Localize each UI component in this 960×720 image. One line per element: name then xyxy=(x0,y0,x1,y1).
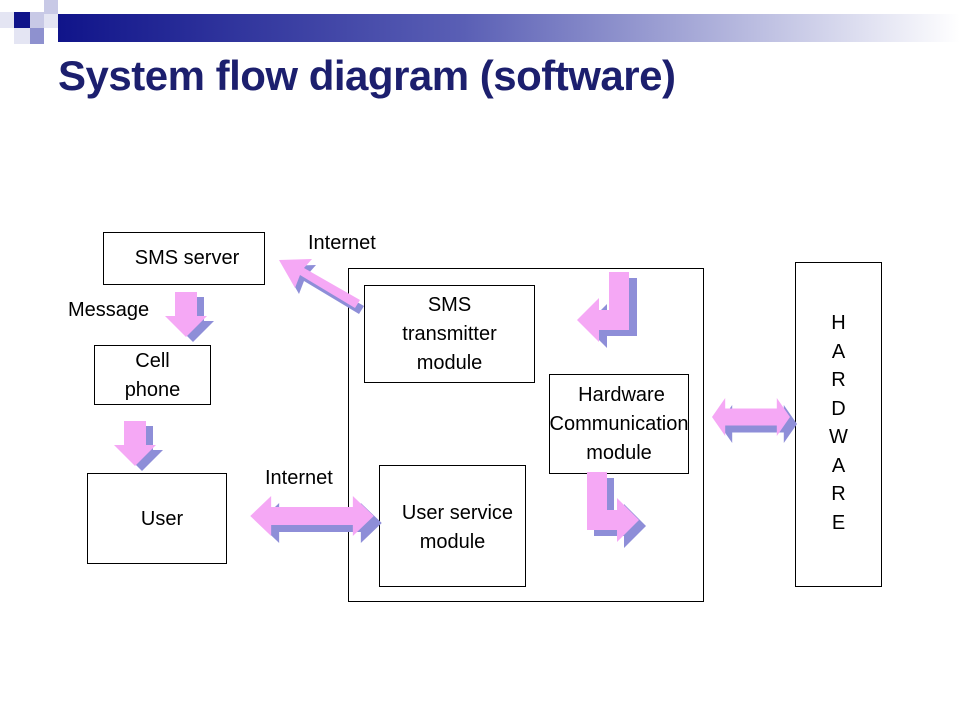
user-service-label-1: User service xyxy=(401,502,514,524)
sms-transmitter-label-3: module xyxy=(416,352,483,374)
internet-top-label: Internet xyxy=(308,232,376,254)
hardware-link-arrow xyxy=(712,398,797,443)
sms-transmitter-label-2: transmitter xyxy=(402,323,497,345)
hardware-comm-box xyxy=(549,374,689,474)
user-service-label-2: module xyxy=(419,531,486,553)
user-service-box xyxy=(379,465,526,587)
sms-server-label: SMS server xyxy=(134,247,240,269)
service-to-comm-arrow xyxy=(587,472,646,548)
hardware-letter: R xyxy=(831,483,846,505)
sms-transmitter-box xyxy=(364,285,535,383)
hardware-letter: E xyxy=(831,512,846,534)
hardware-letter: D xyxy=(831,398,846,420)
user-label: User xyxy=(140,508,184,530)
hardware-comm-label-3: module xyxy=(586,442,652,464)
cell-to-user-arrow xyxy=(114,421,163,471)
cell-phone-label-2: phone xyxy=(124,379,181,401)
cell-phone-box xyxy=(94,345,211,405)
hardware-comm-label-1: Hardware xyxy=(578,384,665,406)
sms-server-internet-arrow xyxy=(279,259,364,314)
hardware-letter: A xyxy=(831,341,846,363)
hardware-letter: W xyxy=(829,426,848,448)
hardware-comm-label-2: Communication xyxy=(549,413,689,435)
message-label: Message xyxy=(68,299,150,321)
hardware-letter: H xyxy=(831,312,846,334)
sms-server-box xyxy=(103,232,265,285)
user-box xyxy=(87,473,227,564)
sms-transmitter-label-1: SMS xyxy=(427,294,472,316)
internet-bottom-label: Internet xyxy=(265,467,333,489)
cell-phone-label-1: Cell xyxy=(135,350,170,372)
hardware-letter: A xyxy=(831,455,846,477)
page-title: System flow diagram (software) xyxy=(58,52,676,99)
comm-to-transmitter-arrow xyxy=(577,272,637,348)
hardware-letter: R xyxy=(831,369,846,391)
header-bar xyxy=(0,0,960,44)
message-arrow xyxy=(165,292,214,342)
user-internet-arrow xyxy=(250,496,382,543)
